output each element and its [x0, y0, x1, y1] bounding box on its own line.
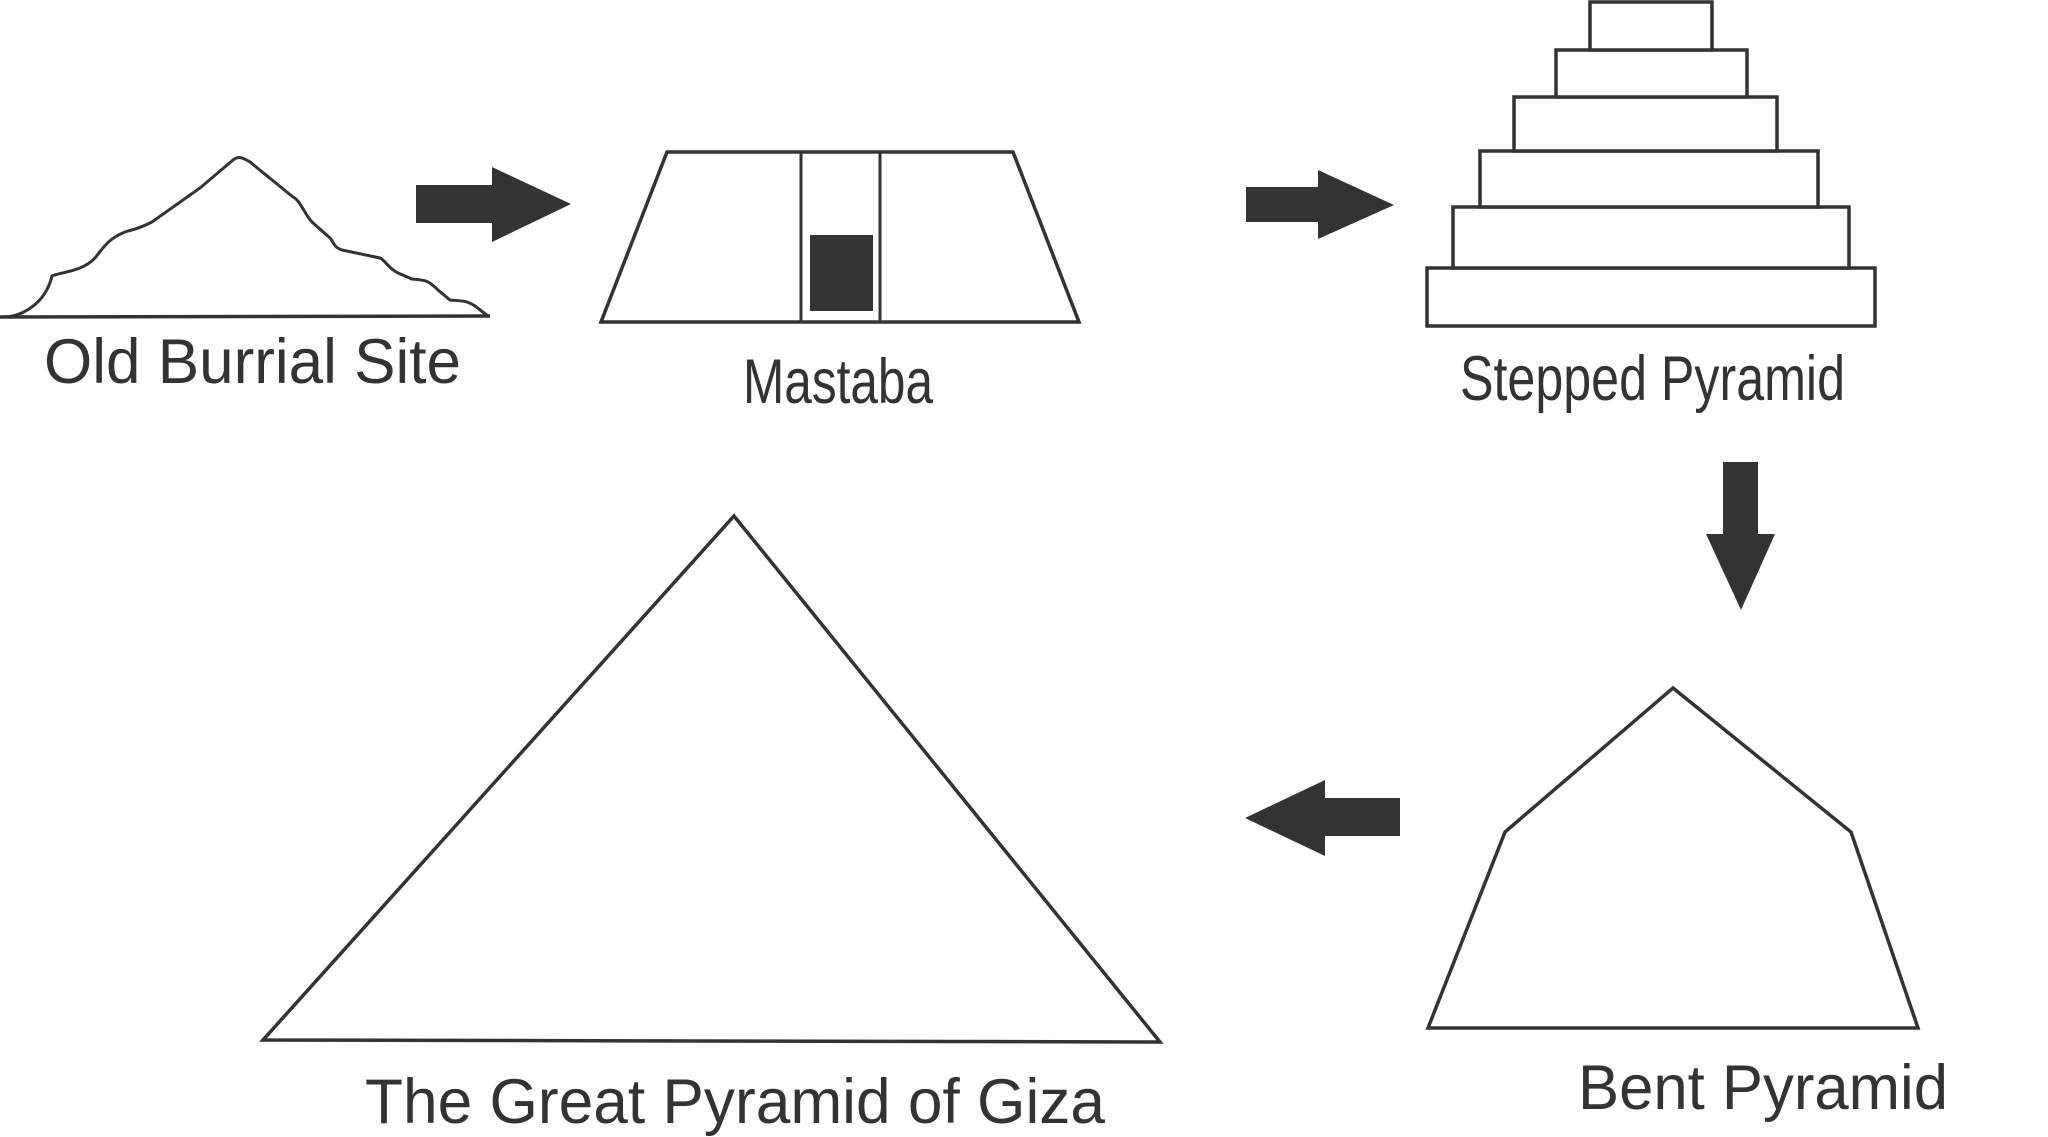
step-tier-3: [1512, 95, 1779, 153]
stage-stepped-pyramid: Stepped Pyramid: [1425, 0, 1877, 414]
stage-label-mastaba: Mastaba: [743, 347, 934, 417]
stage-label-stepped-pyramid: Stepped Pyramid: [1460, 344, 1845, 414]
stage-great-pyramid: The Great Pyramid of Giza: [259, 513, 1164, 1137]
bent-pyramid-shape: [1425, 685, 1921, 1030]
arrow-left-icon: [1245, 780, 1400, 856]
step-tier-2: [1554, 48, 1749, 99]
stage-label-great-pyramid: The Great Pyramid of Giza: [365, 1067, 1106, 1137]
stage-bent-pyramid: Bent Pyramid: [1425, 685, 1948, 1123]
stage-label-old-burial-site: Old Burrial Site: [44, 327, 461, 397]
stage-old-burial-site: Old Burrial Site: [0, 156, 491, 397]
burial-mound-shape: [0, 156, 489, 319]
arrow-right-icon: [416, 167, 571, 242]
arrow-down-icon: [1706, 462, 1775, 610]
arrow-right-icon: [1246, 170, 1394, 239]
step-tier-1: [1588, 0, 1714, 52]
burial-chamber: [810, 235, 873, 311]
step-tier-6: [1425, 266, 1877, 328]
step-tier-5: [1451, 205, 1851, 270]
great-pyramid-shape: [259, 513, 1164, 1044]
stage-label-bent-pyramid: Bent Pyramid: [1578, 1053, 1948, 1123]
step-tier-4: [1478, 149, 1820, 209]
stage-mastaba: Mastaba: [598, 150, 1082, 417]
ground-line: [0, 314, 491, 319]
